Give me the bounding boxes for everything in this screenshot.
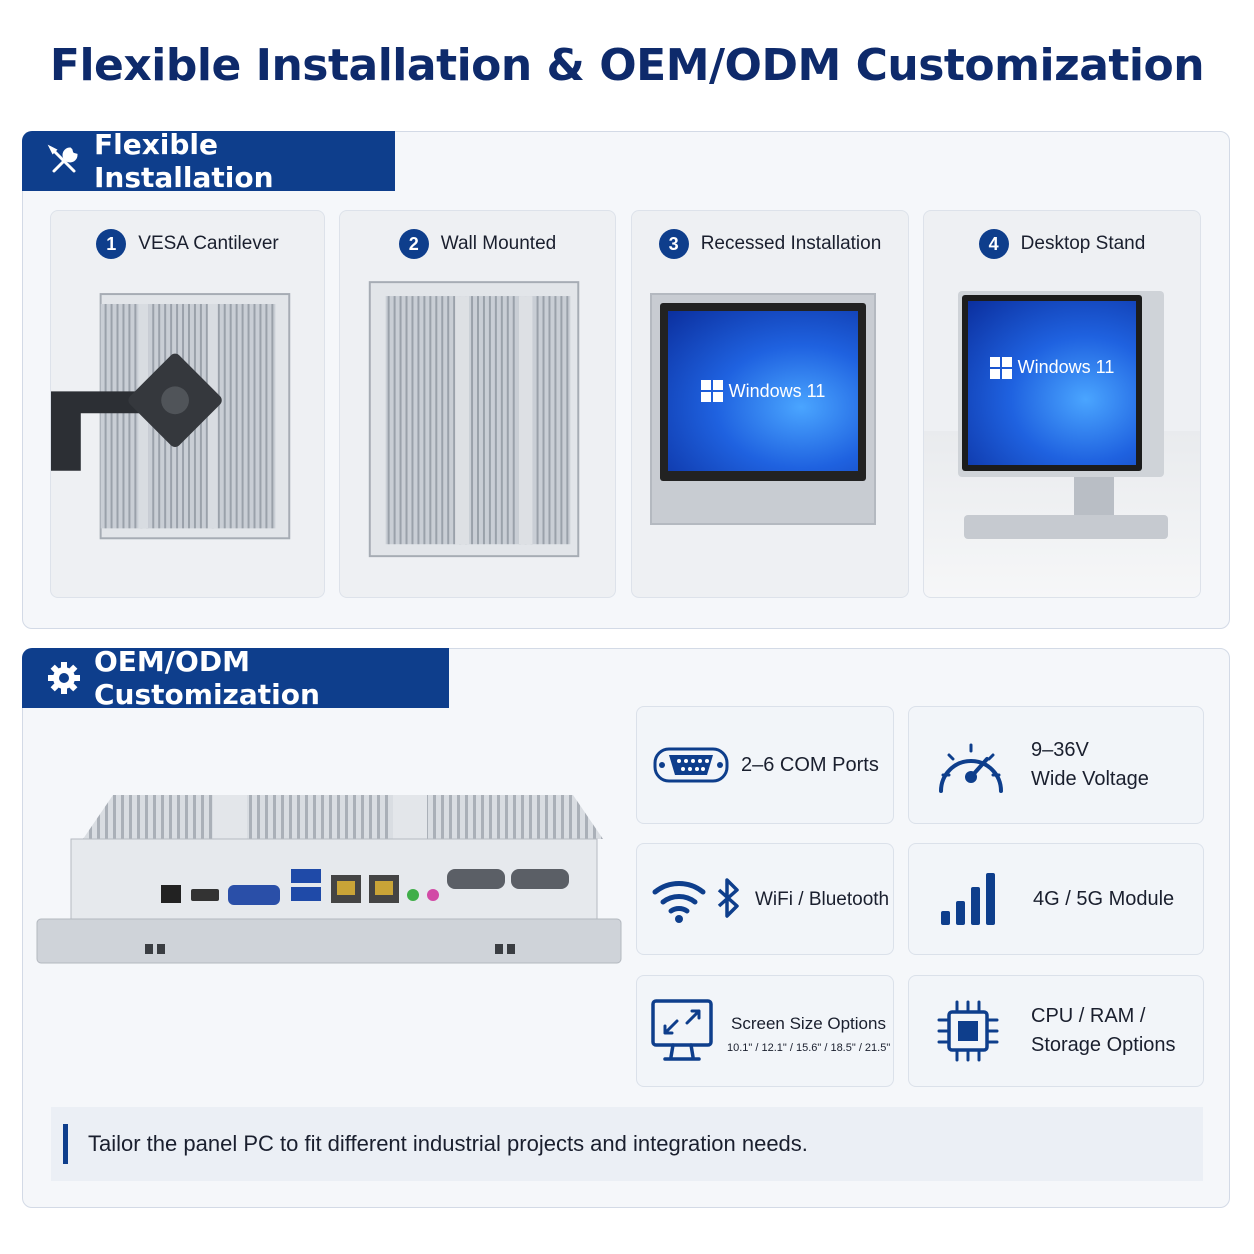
windows-logo-icon bbox=[700, 380, 723, 402]
desktop-stand-image: Windows 11 bbox=[924, 281, 1200, 597]
installation-heading: Flexible Installation bbox=[94, 128, 274, 194]
page-title: Flexible Installation & OEM/ODM Customiz… bbox=[49, 40, 1205, 91]
wall-mounted-image bbox=[368, 281, 580, 558]
install-option-recessed: 3 Recessed Installation Windows 11 bbox=[631, 210, 909, 598]
feature-line-1: 9–36V bbox=[1031, 739, 1089, 761]
tagline-text: Tailor the panel PC to fit different ind… bbox=[88, 1131, 808, 1156]
feature-wide-voltage: 9–36V Wide Voltage bbox=[908, 706, 1204, 824]
option-label: Wall Mounted bbox=[440, 233, 557, 254]
windows-logo-icon bbox=[989, 357, 1012, 379]
feature-com-ports: 2–6 COM Ports bbox=[636, 706, 894, 824]
feature-subtext: 10.1" / 12.1" / 15.6" / 18.5" / 21.5" bbox=[727, 1041, 891, 1054]
feature-line-2: Wide Voltage bbox=[1031, 768, 1149, 790]
screen-resize-icon bbox=[651, 999, 713, 1061]
oem-heading: OEM/ODM Customization bbox=[94, 645, 320, 711]
oem-header: OEM/ODM Customization bbox=[22, 645, 449, 711]
feature-text: WiFi / Bluetooth bbox=[755, 888, 890, 910]
install-option-wall: 2 Wall Mounted bbox=[339, 210, 616, 598]
feature-line-2: Storage Options bbox=[1031, 1034, 1176, 1056]
gauge-icon bbox=[939, 743, 1003, 793]
chip-icon bbox=[937, 1000, 999, 1062]
gear-icon bbox=[48, 662, 80, 694]
installation-header: Flexible Installation bbox=[22, 128, 395, 194]
vesa-cantilever-image bbox=[51, 293, 291, 540]
tagline: Tailor the panel PC to fit different ind… bbox=[51, 1107, 1203, 1181]
feature-4g-5g: 4G / 5G Module bbox=[908, 843, 1204, 955]
install-option-desktop: 4 Desktop Stand Windows 11 bbox=[923, 210, 1201, 598]
option-number: 1 bbox=[96, 229, 127, 259]
panel-pc-io-image bbox=[36, 795, 622, 964]
tagline-accent-bar bbox=[63, 1124, 68, 1164]
wifi-bluetooth-icon bbox=[652, 878, 739, 923]
option-label: Recessed Installation bbox=[700, 233, 882, 254]
screen-text: Windows 11 bbox=[728, 380, 826, 401]
option-number: 2 bbox=[398, 229, 429, 259]
tools-icon bbox=[47, 144, 78, 173]
feature-line-1: CPU / RAM / bbox=[1031, 1005, 1146, 1027]
feature-wifi-bluetooth: WiFi / Bluetooth bbox=[636, 843, 894, 955]
feature-cpu-ram: CPU / RAM / Storage Options bbox=[908, 975, 1204, 1087]
feature-text: 2–6 COM Ports bbox=[741, 753, 879, 776]
option-label: VESA Cantilever bbox=[138, 233, 279, 254]
signal-bars-icon bbox=[941, 873, 995, 925]
feature-text: 4G / 5G Module bbox=[1033, 887, 1175, 910]
oem-section: OEM/ODM Customization bbox=[22, 645, 1230, 1208]
option-label: Desktop Stand bbox=[1020, 233, 1146, 254]
install-option-vesa: 1 VESA Cantilever bbox=[50, 210, 325, 598]
feature-screen-size: Screen Size Options 10.1" / 12.1" / 15.6… bbox=[636, 975, 894, 1087]
serial-port-icon bbox=[653, 747, 729, 783]
installation-section: Flexible Installation 1 VESA Cantilever … bbox=[22, 128, 1230, 629]
screen-text: Windows 11 bbox=[1017, 357, 1115, 377]
option-number: 3 bbox=[658, 229, 689, 259]
option-number: 4 bbox=[978, 229, 1009, 259]
recessed-image: Windows 11 bbox=[632, 281, 908, 597]
feature-text: Screen Size Options bbox=[731, 1013, 886, 1033]
